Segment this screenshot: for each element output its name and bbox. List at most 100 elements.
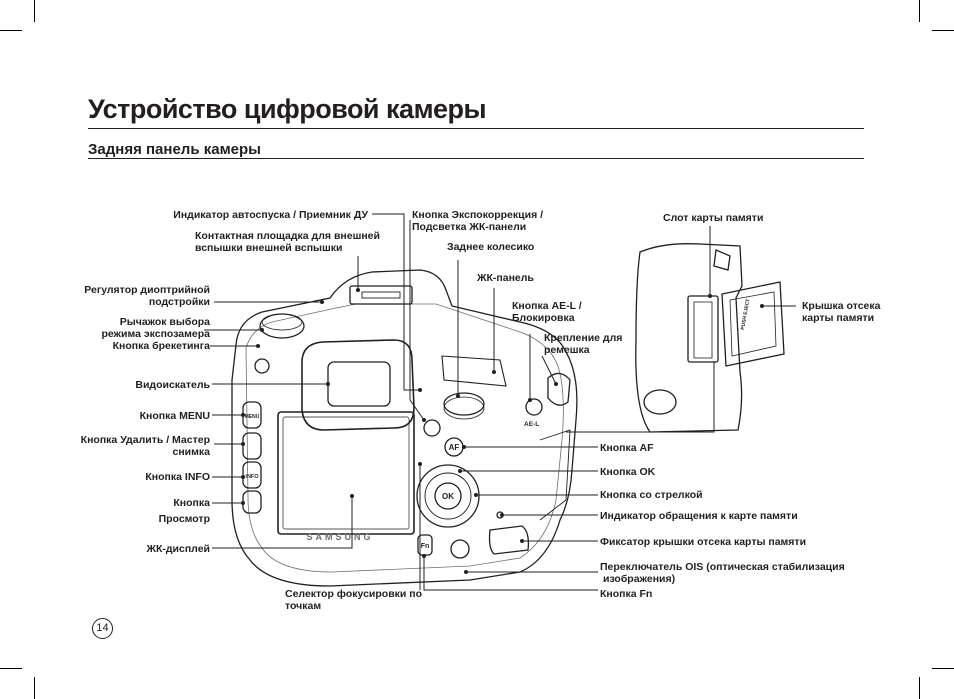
leader-dot <box>474 493 478 497</box>
leader-dot <box>492 370 496 374</box>
label-rear-dial: Заднее колесико <box>447 241 535 253</box>
leader-dot <box>260 328 264 332</box>
lcd-display <box>277 411 415 535</box>
hotshoe-contacts <box>361 291 401 299</box>
card-slot-inner <box>693 301 713 359</box>
label-ois: Переключатель OIS (оптическая стабилизац… <box>600 561 845 585</box>
side-body-outline <box>635 243 743 433</box>
label-focus-selector-line: Селектор фокусировки по <box>285 588 423 600</box>
label-hotshoe-line: вспышки внешней вспышки <box>195 242 343 254</box>
top-lcd-panel <box>441 355 507 387</box>
mode-dial-top <box>261 313 303 331</box>
label-playback-line: Кнопка <box>173 497 210 509</box>
crop-mark <box>34 0 35 22</box>
label-ael: Кнопка AE-L / Блокировка <box>512 300 582 324</box>
label-diopter-line: Регулятор диоптрийной <box>84 284 210 296</box>
page-title: Устройство цифровой камеры <box>88 94 487 124</box>
leader-dot <box>760 304 764 308</box>
leader-dot <box>528 398 532 402</box>
label-card-cover-line: карты памяти <box>802 312 875 324</box>
label-card-cover: Крышка отсека карты памяти <box>802 300 880 324</box>
leader-strap <box>541 355 557 385</box>
subtitle-rule <box>88 158 864 159</box>
section-subtitle: Задняя панель камеры <box>88 141 261 158</box>
leader-side-bracket <box>566 362 715 433</box>
label-focus-selector: Селектор фокусировки по точкам <box>285 588 422 612</box>
rear-dial-edge <box>443 396 485 420</box>
label-lcd-panel: ЖК-панель <box>477 272 534 284</box>
crop-mark <box>932 30 954 31</box>
card-slot-shape <box>687 295 719 363</box>
label-hotshoe: Контактная площадка для внешней вспышки … <box>195 230 380 254</box>
leader-dot <box>462 445 466 449</box>
label-focus-selector-line: точкам <box>285 600 322 612</box>
label-hotshoe-line: Контактная площадка для внешней <box>195 230 380 242</box>
label-card-access: Индикатор обращения к карте памяти <box>600 510 798 522</box>
leader-dot <box>241 475 245 479</box>
leader-dot <box>500 513 504 517</box>
leader-dot <box>418 462 422 466</box>
label-exposure-comp-line: Кнопка Экспокоррекция / <box>412 209 544 221</box>
label-ael-line: Кнопка AE-L / <box>512 300 582 312</box>
leader-fn <box>423 556 598 591</box>
crop-mark <box>919 677 920 699</box>
leader-dot <box>350 494 354 498</box>
delete-button-shape <box>242 432 262 460</box>
label-viewfinder: Видоискатель <box>135 379 210 391</box>
label-playback-line: Просмотр <box>158 513 210 525</box>
title-rule <box>88 128 864 129</box>
leader-dot <box>554 382 558 386</box>
label-arrow: Кнопка со стрелкой <box>600 489 703 501</box>
leader-dot <box>241 413 245 417</box>
lcd-display-inner <box>282 416 410 530</box>
mode-dial-shape <box>259 313 305 339</box>
ael-button-glyph: AE-L <box>524 421 539 428</box>
leader-dot <box>464 570 468 574</box>
label-strap: Крепление для ремешка <box>544 332 622 356</box>
label-lcd: ЖК-дисплей <box>146 543 210 555</box>
label-self-timer: Индикатор автоспуска / Приемник ДУ <box>173 209 368 221</box>
ok-button-shape <box>434 482 462 510</box>
arrow-pad-shape <box>416 464 480 528</box>
label-delete: Кнопка Удалить / Мастер снимка <box>81 434 210 458</box>
label-diopter-line: подстройки <box>148 296 210 308</box>
camera-body-outline <box>231 269 578 587</box>
label-metering: Рычажок выбора режима экспозамера <box>101 316 210 340</box>
strap-lug-shape <box>547 372 571 406</box>
leader-dot <box>418 388 422 392</box>
fn-button-glyph: Fn <box>421 543 430 550</box>
label-diopter: Регулятор диоптрийной подстройки <box>84 284 210 308</box>
camera-body-inner <box>245 303 564 573</box>
label-card-slot: Слот карты памяти <box>663 212 764 224</box>
af-button-glyph: AF <box>449 443 460 452</box>
menu-button-glyph: MENU <box>245 414 260 420</box>
eyecup-shape <box>301 339 415 431</box>
leader-dot <box>422 418 426 422</box>
leader-dot <box>326 382 330 386</box>
card-lock-shape <box>488 525 530 555</box>
leader-lcd <box>212 496 353 549</box>
exposure-button-shape <box>423 419 441 437</box>
leader-dot <box>708 294 712 298</box>
info-button-glyph: INFO <box>245 474 259 480</box>
label-ois-line: Переключатель OIS (оптическая стабилизац… <box>600 561 845 573</box>
label-card-lock: Фиксатор крышки отсека карты памяти <box>600 536 807 548</box>
page-number: 14 <box>92 618 113 639</box>
brand-logo: SAMSUNG <box>306 532 373 542</box>
leader-dot <box>320 300 324 304</box>
label-delete-line: Кнопка Удалить / Мастер <box>80 434 210 446</box>
ok-button-glyph: OK <box>442 492 454 501</box>
crop-mark <box>919 0 920 22</box>
label-playback: Кнопка Просмотр <box>159 497 210 525</box>
leader-dot <box>356 288 360 292</box>
label-metering-line: Рычажок выбора <box>119 316 210 328</box>
arrow-pad-inner <box>424 472 472 520</box>
leader-dot <box>422 554 426 558</box>
label-exposure-comp-line: Подсветка ЖК-панели <box>412 221 527 233</box>
crop-mark <box>0 668 22 669</box>
grip-edge <box>539 429 571 521</box>
hotshoe-shape <box>349 285 413 305</box>
label-strap-line: Крепление для <box>544 332 623 344</box>
bracketing-button-shape <box>254 358 270 374</box>
